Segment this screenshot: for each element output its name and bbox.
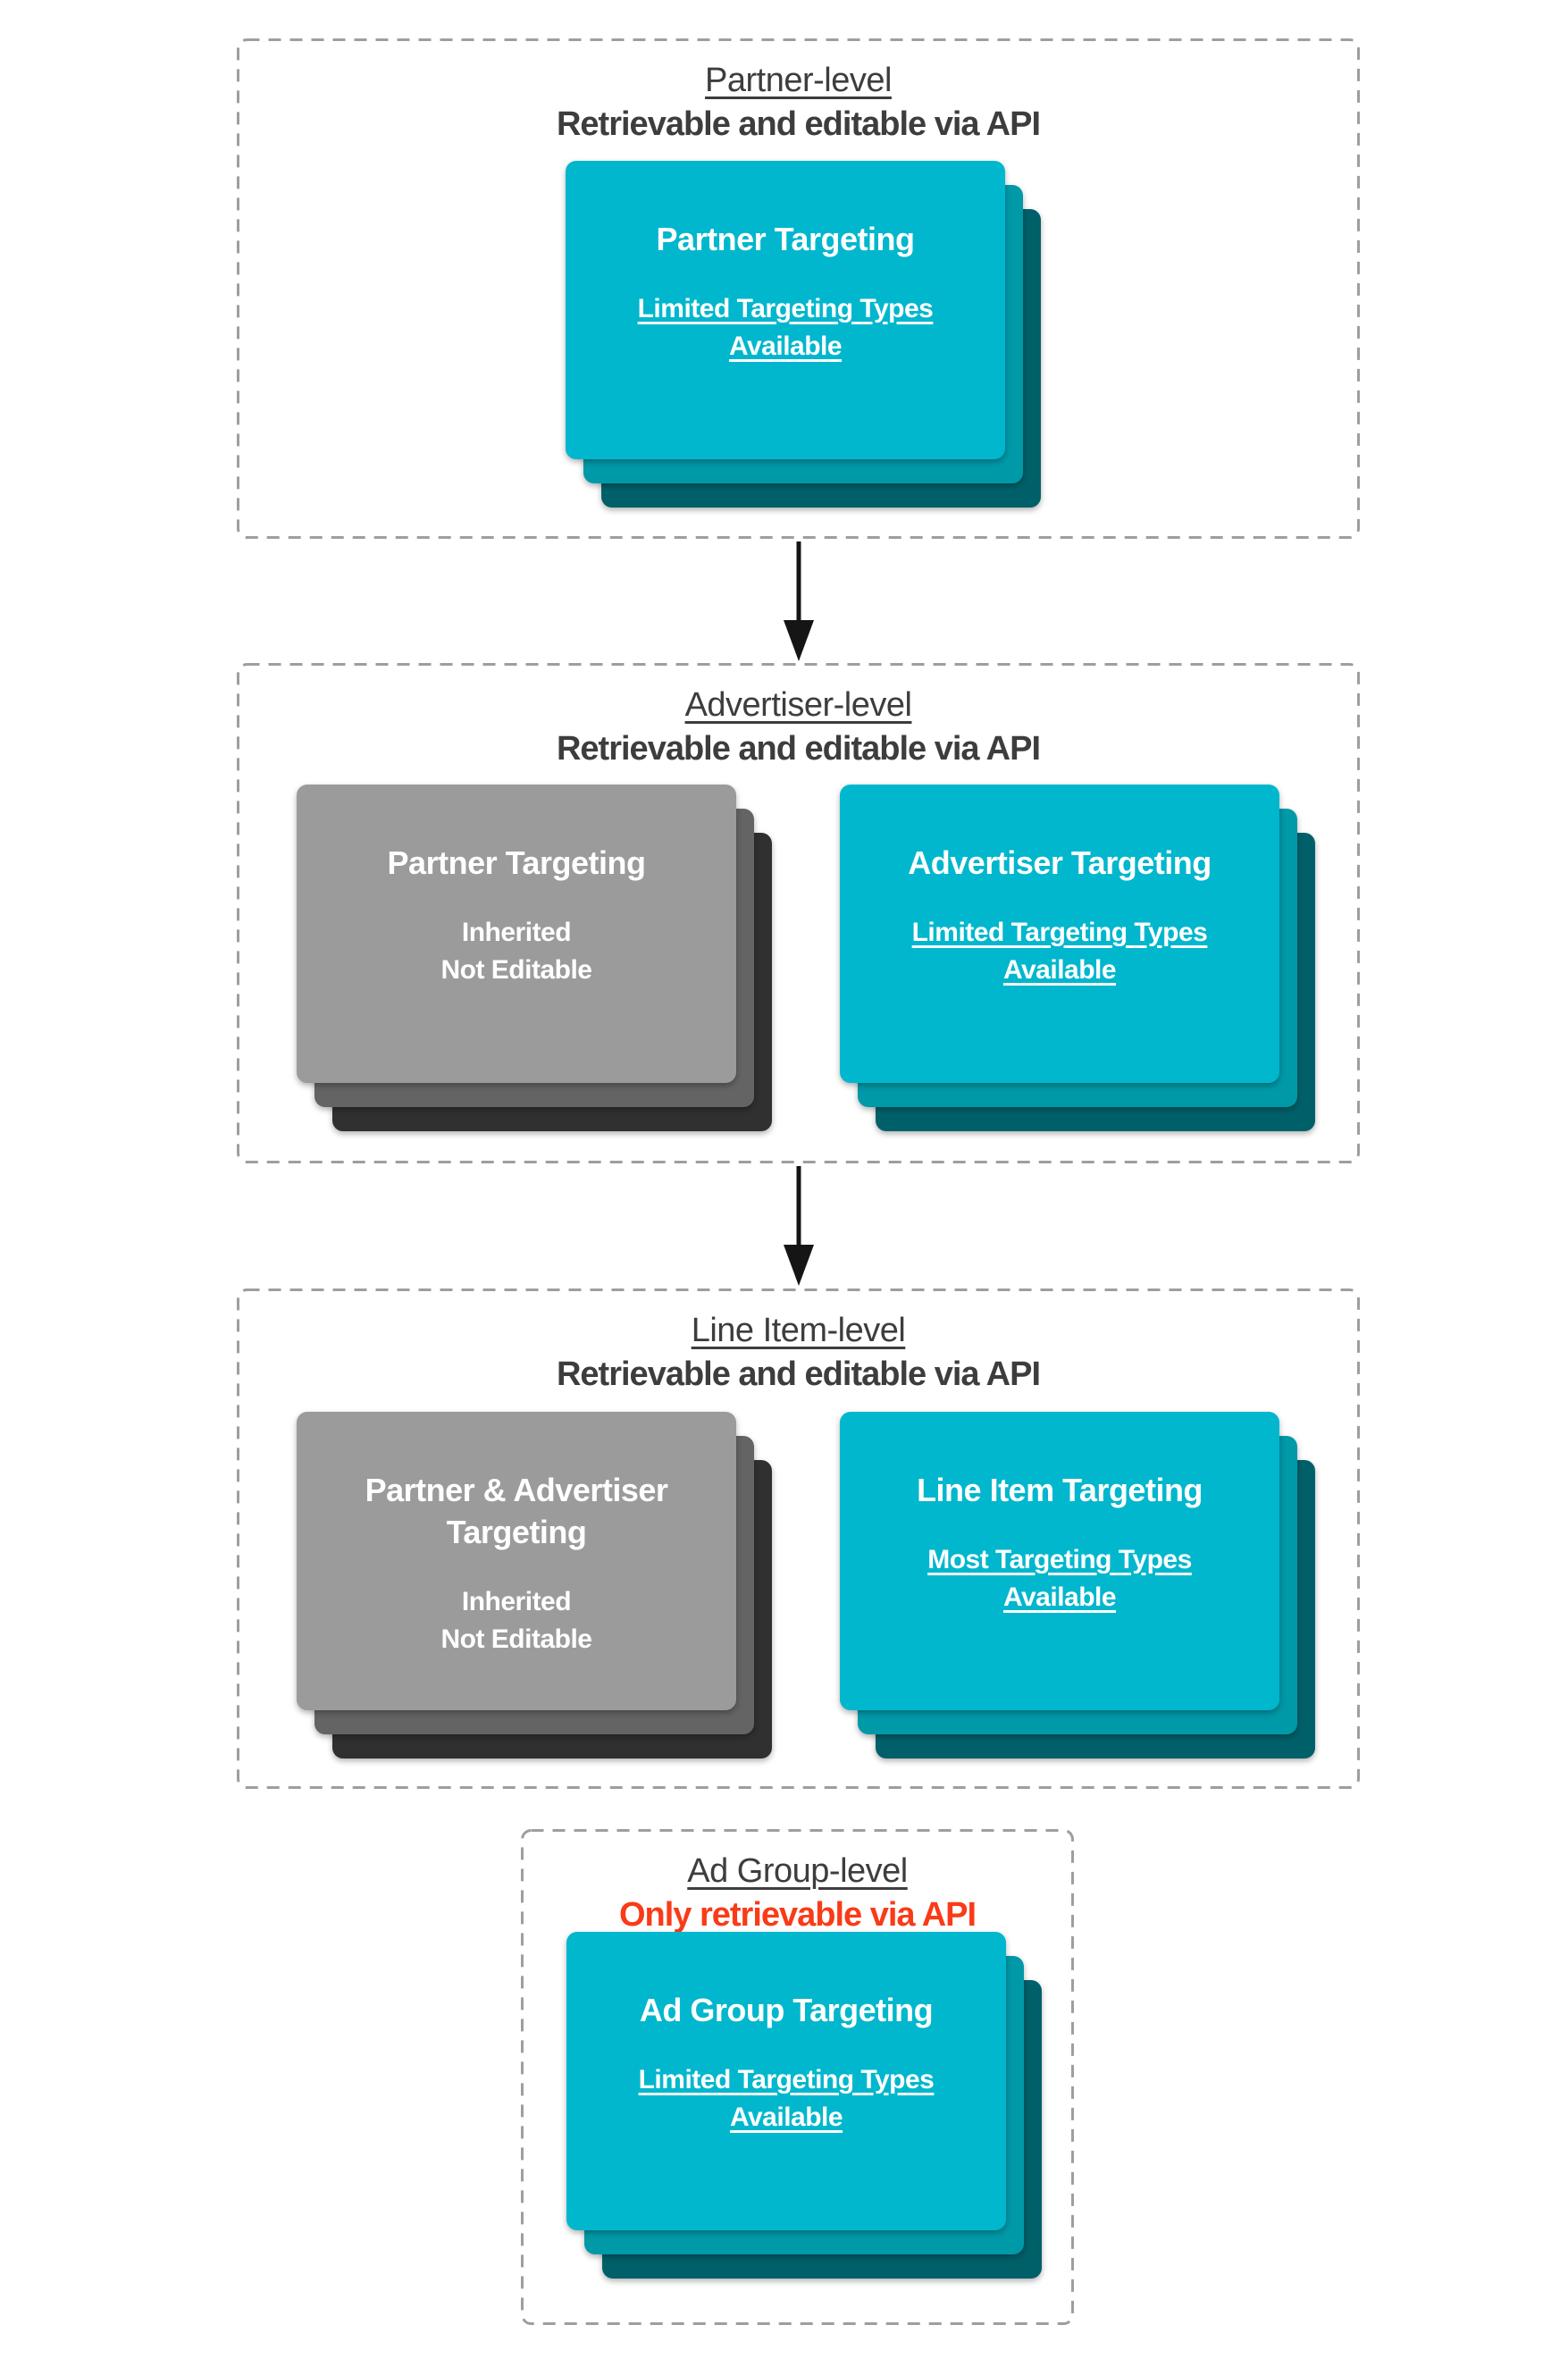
card-face: Partner Targeting Limited Targeting Type… (566, 161, 1005, 459)
section-line-item-level: Line Item-level Retrievable and editable… (237, 1288, 1360, 1789)
section-subtitle: Only retrievable via API (618, 1896, 977, 1934)
card-face: Partner & Advertiser Targeting Inherited… (297, 1412, 736, 1710)
section-subtitle: Retrievable and editable via API (556, 1356, 1041, 1393)
card-subtext-line1: Inherited (461, 918, 572, 947)
card-face: Partner Targeting Inherited Not Editable (297, 785, 736, 1083)
section-subtitle: Retrievable and editable via API (556, 105, 1041, 143)
card-subtext: Limited Targeting Types Available (637, 294, 934, 361)
card-title: Partner Targeting (656, 221, 915, 257)
section-partner-level: Partner-level Retrievable and editable v… (237, 38, 1360, 539)
card-title: Ad Group Targeting (639, 1992, 934, 2028)
card-face: Advertiser Targeting Limited Targeting T… (840, 785, 1279, 1083)
dashed-border (521, 1829, 1074, 2325)
section-title: Ad Group-level (687, 1852, 908, 1890)
card-partner-advertiser-targeting-inherited: Partner & Advertiser Targeting Inherited… (297, 1412, 772, 1758)
section-heading: Advertiser-level Retrievable and editabl… (237, 663, 1360, 770)
section-subtitle: Retrievable and editable via API (556, 730, 1041, 768)
card-subtext: Most Targeting Types Available (927, 1545, 1192, 1612)
card-line-item-targeting: Line Item Targeting Most Targeting Types… (840, 1412, 1315, 1758)
section-title: Partner-level (705, 62, 892, 99)
down-arrow-icon (784, 541, 814, 661)
section-title: Advertiser-level (684, 686, 912, 724)
dashed-border (237, 663, 1360, 1163)
section-heading: Line Item-level Retrievable and editable… (237, 1288, 1360, 1396)
card-subtext: Inherited Not Editable (440, 1583, 592, 1658)
card-title: Advertiser Targeting (908, 844, 1212, 881)
card-ad-group-targeting: Ad Group Targeting Limited Targeting Typ… (566, 1932, 1042, 2279)
card-partner-targeting: Partner Targeting Limited Targeting Type… (566, 161, 1041, 508)
section-title: Line Item-level (691, 1312, 906, 1349)
section-advertiser-level: Advertiser-level Retrievable and editabl… (237, 663, 1360, 1163)
card-face: Line Item Targeting Most Targeting Types… (840, 1412, 1279, 1710)
card-title: Partner Targeting (387, 844, 646, 881)
section-heading: Ad Group-level Only retrievable via API (521, 1829, 1074, 1936)
card-title: Partner & Advertiser Targeting (365, 1472, 668, 1550)
card-face: Ad Group Targeting Limited Targeting Typ… (566, 1932, 1006, 2230)
down-arrow-icon (784, 1166, 814, 1286)
card-subtext-line2: Not Editable (440, 1624, 592, 1654)
card-subtext-line1: Inherited (461, 1587, 572, 1616)
dashed-border (237, 1288, 1360, 1789)
card-partner-targeting-inherited: Partner Targeting Inherited Not Editable (297, 785, 772, 1131)
card-title: Line Item Targeting (917, 1472, 1203, 1508)
section-ad-group-level: Ad Group-level Only retrievable via API … (521, 1829, 1074, 2325)
dashed-border (237, 38, 1360, 539)
card-subtext: Inherited Not Editable (440, 914, 592, 989)
section-heading: Partner-level Retrievable and editable v… (237, 38, 1360, 146)
card-subtext: Limited Targeting Types Available (911, 918, 1208, 985)
card-advertiser-targeting: Advertiser Targeting Limited Targeting T… (840, 785, 1315, 1131)
card-subtext: Limited Targeting Types Available (638, 2065, 935, 2132)
card-subtext-line2: Not Editable (440, 955, 592, 985)
